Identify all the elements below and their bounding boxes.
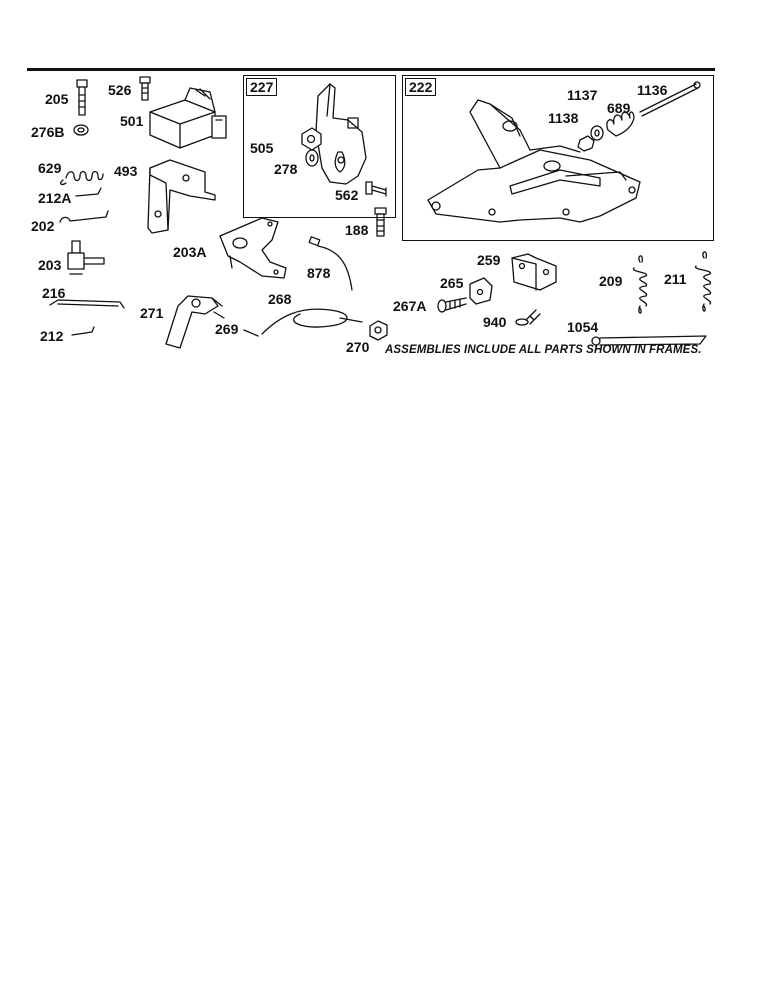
part-562-screw — [365, 181, 387, 197]
part-629-spring — [60, 170, 104, 186]
frame-222-label: 222 — [405, 78, 437, 96]
label-205: 205 — [45, 91, 69, 107]
label-562: 562 — [335, 187, 359, 203]
part-211-spring — [694, 251, 712, 312]
part-203a-bracket — [219, 217, 287, 279]
part-1137-washer — [590, 125, 604, 141]
part-505-nut — [301, 127, 322, 151]
part-271-lever — [165, 295, 225, 349]
label-267a: 267A — [393, 298, 427, 314]
part-205-stud — [76, 79, 88, 116]
label-212: 212 — [40, 328, 64, 344]
part-259-bracket — [511, 253, 557, 291]
label-271: 271 — [140, 305, 164, 321]
part-222-plate — [427, 99, 641, 223]
label-878: 878 — [307, 265, 331, 281]
part-1136-rod — [639, 81, 701, 117]
frame-222 — [402, 75, 714, 241]
label-188: 188 — [345, 222, 369, 238]
part-1138-nut — [577, 135, 595, 152]
part-493-bracket — [147, 159, 216, 234]
label-265: 265 — [440, 275, 464, 291]
label-501: 501 — [120, 113, 144, 129]
assemblies-note: ASSEMBLIES INCLUDE ALL PARTS SHOWN IN FR… — [385, 344, 702, 356]
part-203-clamp — [67, 240, 105, 275]
label-203a: 203A — [173, 244, 207, 260]
label-259: 259 — [477, 252, 501, 268]
frame-227 — [243, 75, 396, 218]
part-501-module — [149, 87, 227, 149]
part-278-washer — [305, 149, 319, 167]
label-269: 269 — [215, 321, 239, 337]
label-505: 505 — [250, 140, 274, 156]
part-1054-strap — [591, 335, 707, 346]
label-1137: 1137 — [567, 87, 598, 103]
part-212a-link — [75, 187, 102, 197]
part-188-screw — [374, 207, 387, 237]
label-629: 629 — [38, 160, 62, 176]
label-268: 268 — [268, 291, 292, 307]
label-1138: 1138 — [548, 110, 579, 126]
part-268-cable — [243, 308, 363, 337]
header-rule — [27, 68, 715, 71]
label-526: 526 — [108, 82, 132, 98]
part-689-spring — [606, 111, 635, 137]
label-202: 202 — [31, 218, 55, 234]
part-878-wire — [308, 236, 353, 291]
part-267a-screw — [437, 297, 467, 313]
part-216-rod — [49, 299, 125, 309]
part-209-spring — [632, 255, 648, 314]
part-265-clip — [469, 277, 493, 305]
label-1054: 1054 — [567, 319, 599, 335]
label-276b: 276B — [31, 124, 65, 140]
label-216: 216 — [42, 285, 66, 301]
part-227-assembly — [315, 83, 367, 185]
part-202-rod — [59, 210, 109, 223]
label-493: 493 — [114, 163, 138, 179]
part-526-screw — [139, 76, 151, 101]
part-270-nut — [369, 320, 388, 341]
label-940: 940 — [483, 314, 507, 330]
label-211: 211 — [664, 271, 687, 287]
part-212-link — [71, 326, 95, 336]
label-689: 689 — [607, 100, 631, 116]
label-209: 209 — [599, 273, 623, 289]
part-276b-washer — [73, 124, 89, 136]
part-940-screw — [515, 309, 541, 326]
frame-227-label: 227 — [246, 78, 278, 96]
label-270: 270 — [346, 339, 370, 355]
label-203: 203 — [38, 257, 62, 273]
label-278: 278 — [274, 161, 298, 177]
label-212a: 212A — [38, 190, 72, 206]
label-1136: 1136 — [637, 82, 668, 98]
